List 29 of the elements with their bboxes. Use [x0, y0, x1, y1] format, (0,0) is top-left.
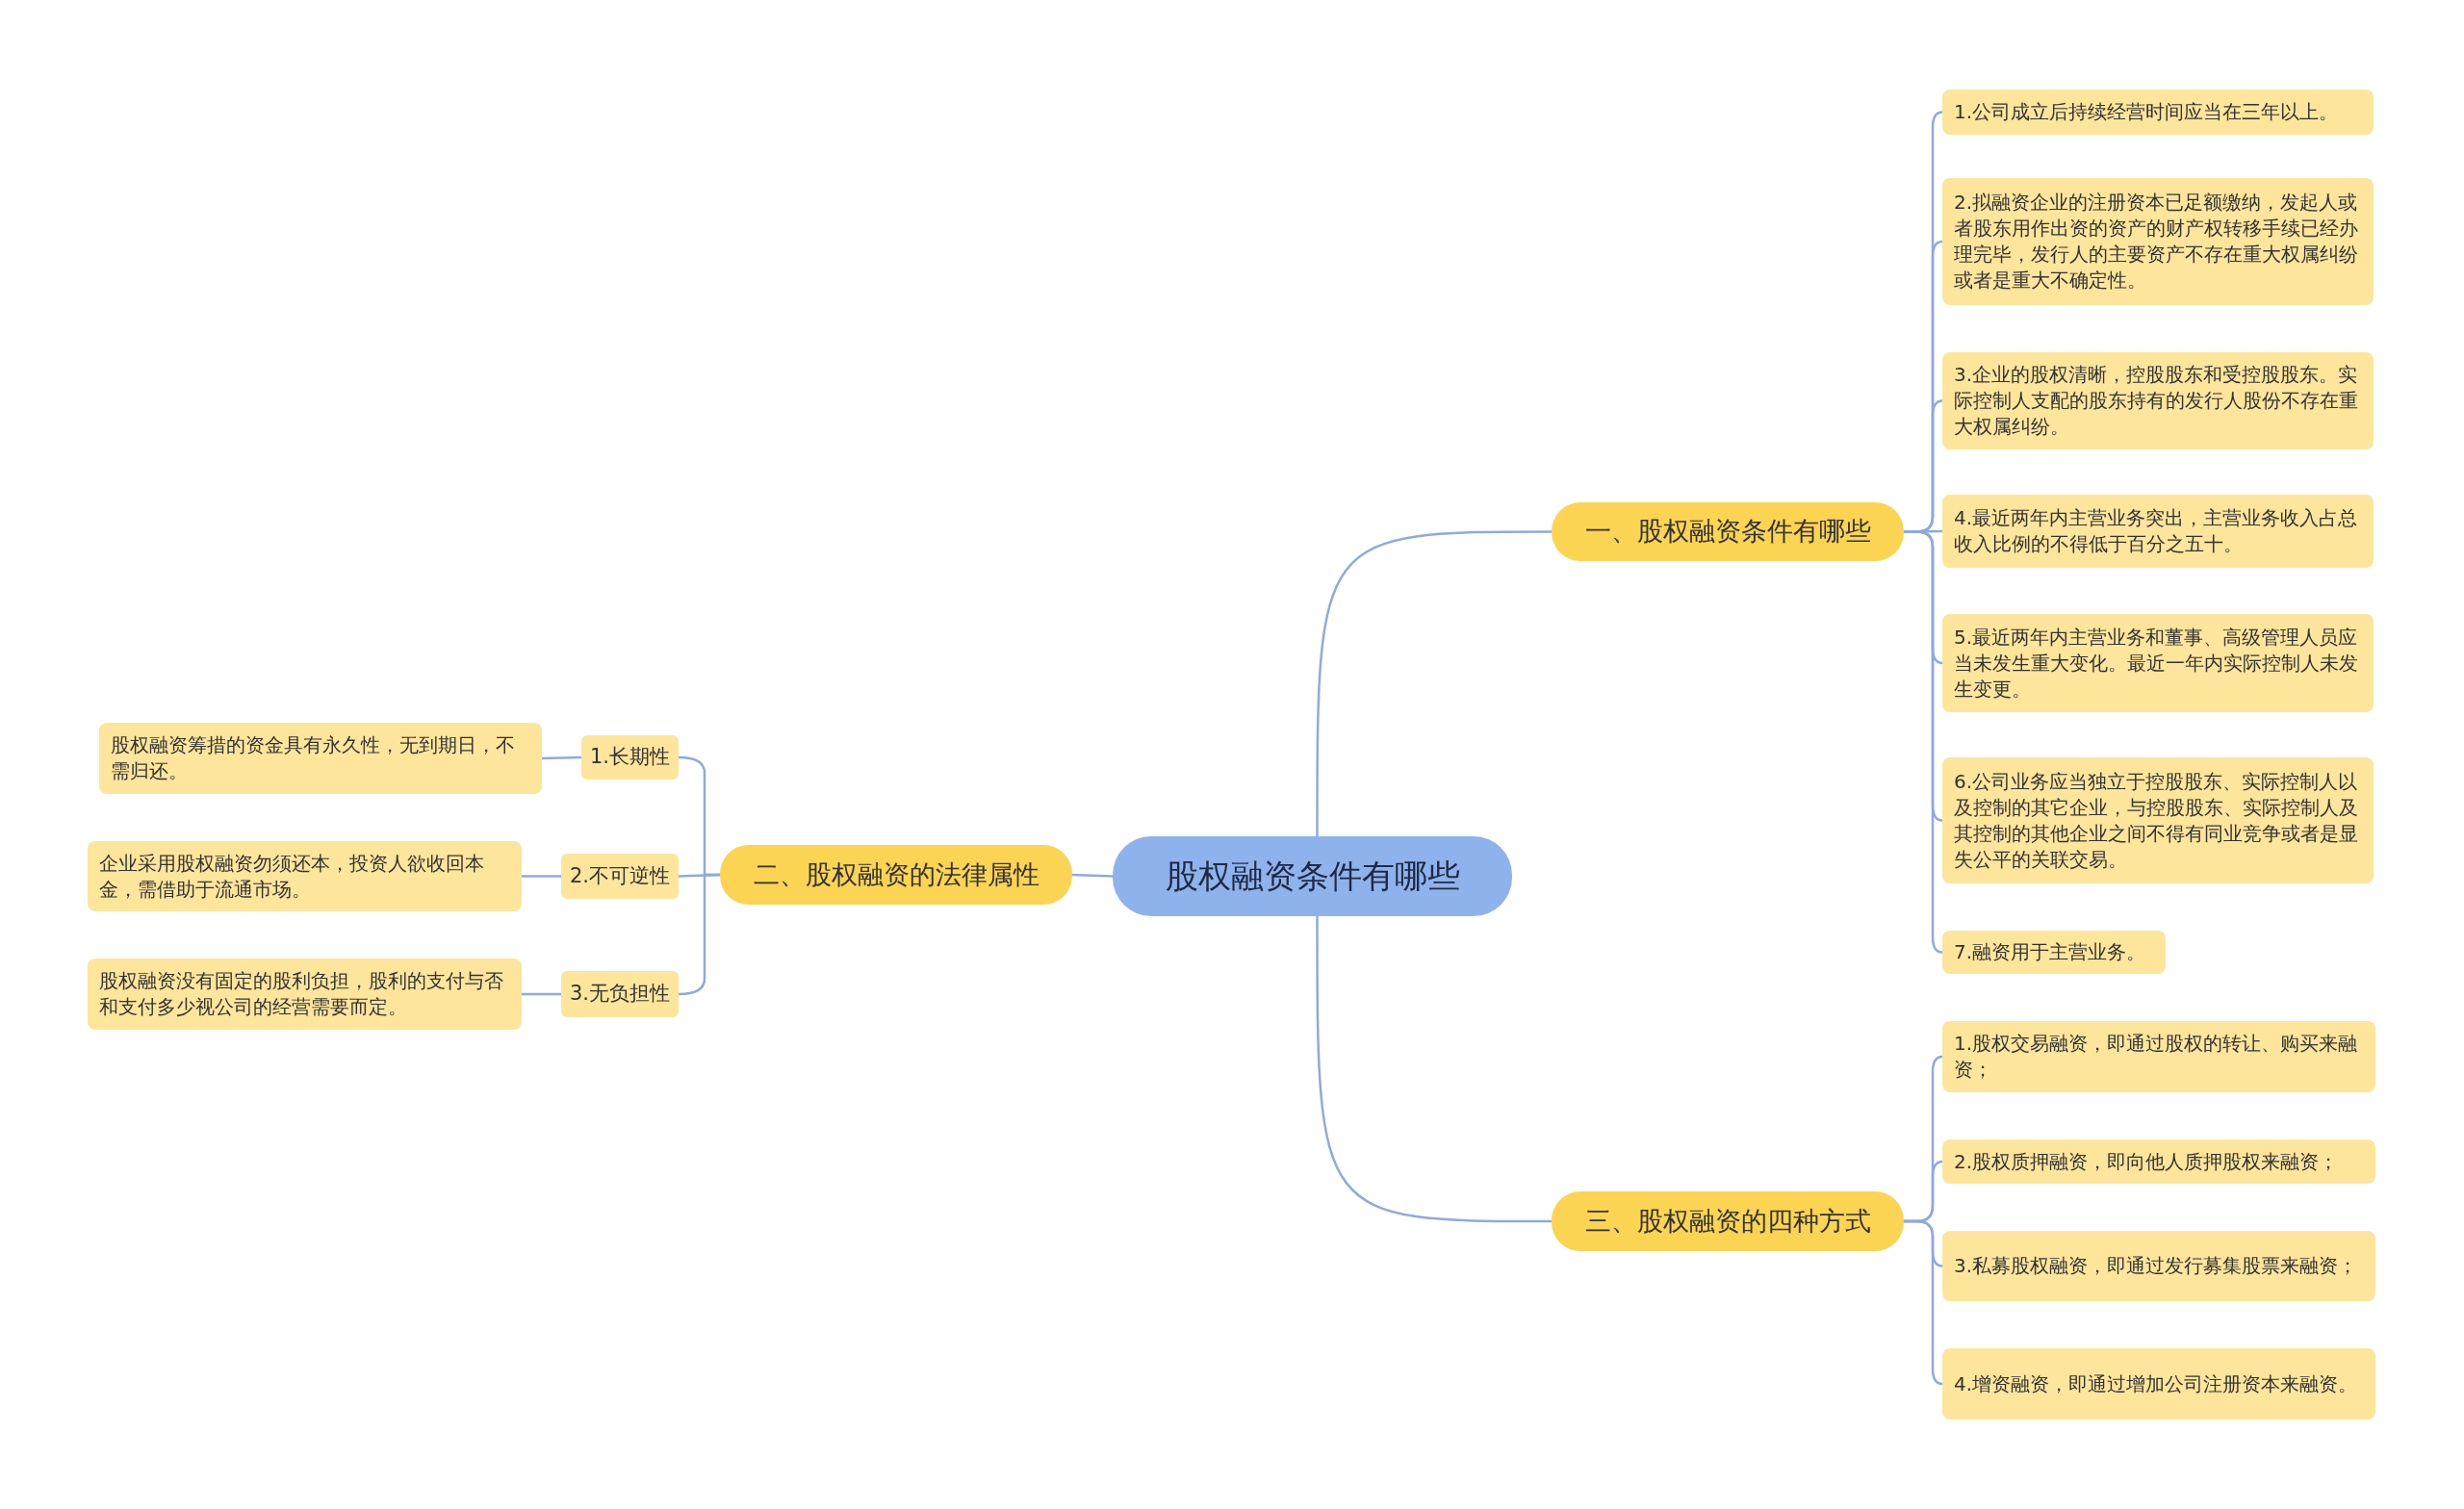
detail-box: 企业采用股权融资勿须还本，投资人欲收回本金，需借助于流通市场。: [88, 841, 522, 911]
subtopic-box: 2.不可逆性: [561, 854, 679, 899]
detail-box: 股权融资没有固定的股利负担，股利的支付与否和支付多少视公司的经营需要而定。: [88, 959, 522, 1030]
detail-box: 5.最近两年内主营业务和董事、高级管理人员应当未发生重大变化。最近一年内实际控制人未发生变更。: [1942, 614, 2374, 712]
detail-box: 6.公司业务应当独立于控股股东、实际控制人以及控制的其它企业，与控股股东、实际控制人及其控制的其他企业之间不得有同业竞争或者是显失公平的关联交易。: [1942, 757, 2374, 883]
detail-box: 1.公司成立后持续经营时间应当在三年以上。: [1942, 90, 2374, 135]
connector-line: [1904, 1219, 1943, 1386]
subtopic-box: 3.无负担性: [561, 971, 679, 1017]
connector-line: [541, 755, 582, 760]
detail-box: 4.增资融资，即通过增加公司注册资本来融资。: [1942, 1348, 2375, 1419]
connector-line: [1904, 530, 1943, 954]
connector-line: [522, 875, 561, 878]
detail-box: 3.私募股权融资，即通过发行募集股票来融资；: [1942, 1231, 2375, 1301]
branch-topic: 二、股权融资的法律属性: [720, 845, 1072, 905]
subtopic-box: 1.长期性: [581, 735, 679, 780]
connector-line: [1071, 873, 1114, 878]
detail-box: 2.股权质押融资，即向他人质押股权来融资；: [1942, 1139, 2375, 1184]
detail-box: 4.最近两年内主营业务突出，主营业务收入占总收入比例的不得低于百分之五十。: [1942, 495, 2374, 568]
detail-box: 股权融资筹措的资金具有永久性，无到期日，不需归还。: [99, 723, 542, 794]
detail-box: 1.股权交易融资，即通过股权的转让、购买来融资；: [1942, 1021, 2375, 1092]
detail-box: 2.拟融资企业的注册资本已足额缴纳，发起人或者股东用作出资的资产的财产权转移手续已经办理完毕，发行人的主要资产不存在重大权属纠纷或者是重大不确定性。: [1942, 178, 2374, 305]
connector-line: [1316, 916, 1552, 1223]
detail-box: 7.融资用于主营业务。: [1942, 931, 2166, 974]
detail-box: 3.企业的股权清晰，控股股东和受控股股东。实际控制人支配的股东持有的发行人股份不存在重大权属纠纷。: [1942, 352, 2374, 449]
branch-topic: 三、股权融资的四种方式: [1552, 1191, 1904, 1251]
root-topic: 股权融资条件有哪些: [1113, 836, 1512, 916]
branch-topic: 一、股权融资条件有哪些: [1552, 502, 1904, 561]
connector-line: [522, 992, 561, 996]
connector-line: [1316, 530, 1552, 836]
